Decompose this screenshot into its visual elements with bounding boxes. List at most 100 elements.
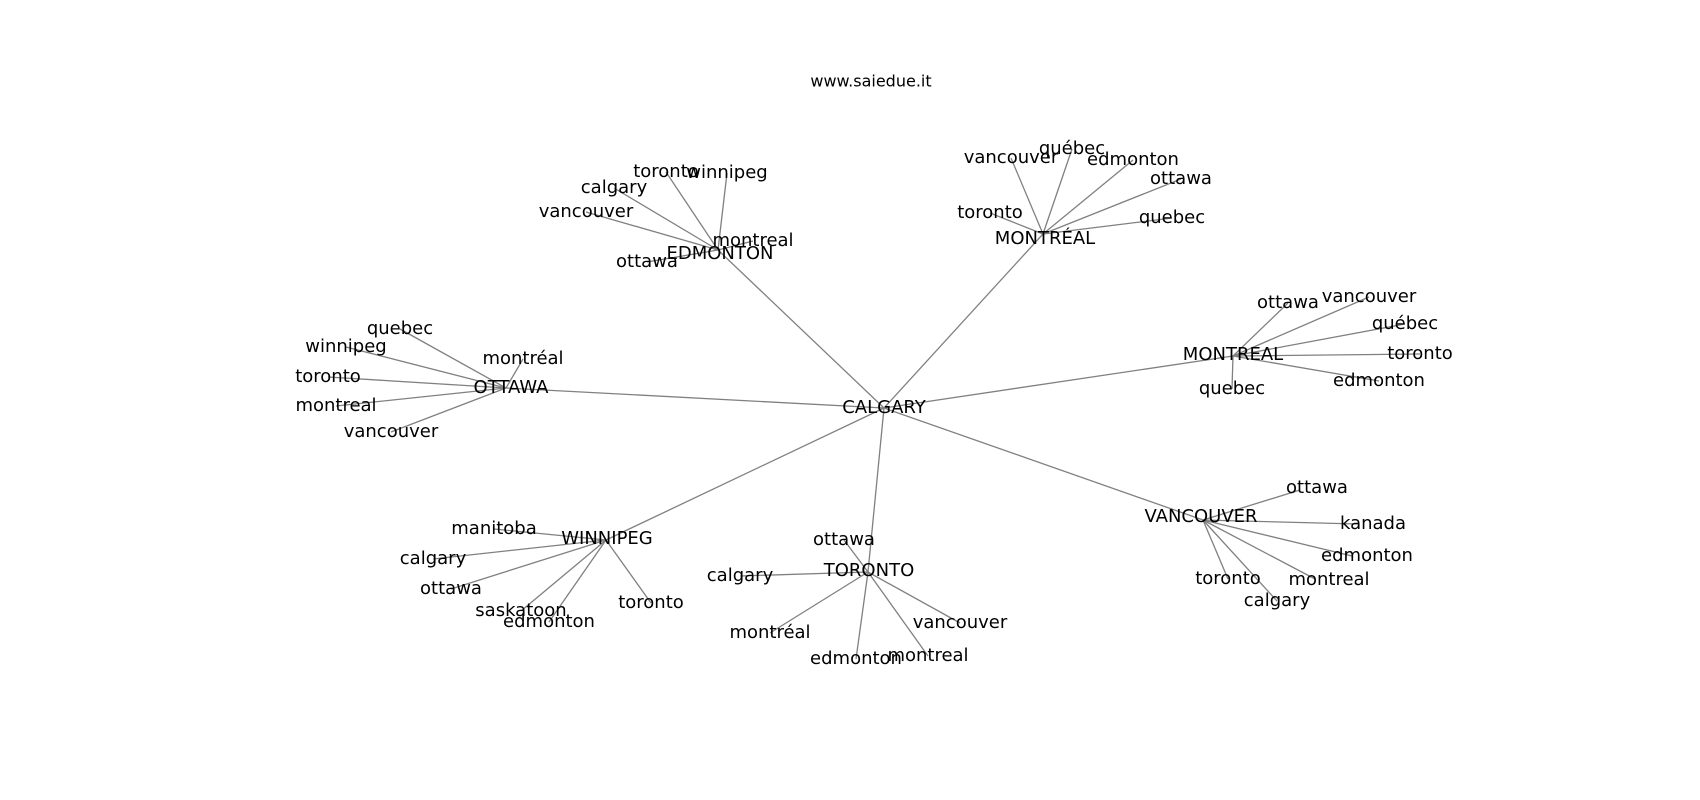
edge-edmonton-4 xyxy=(717,240,754,251)
node-leaf-toronto-3: edmonton xyxy=(810,648,902,669)
edge-vancouver-2 xyxy=(1202,519,1353,557)
node-leaf-montreal_accent-1: québec xyxy=(1039,138,1105,159)
node-leaf-vancouver-1: kanada xyxy=(1340,513,1406,534)
edge-root-winnipeg xyxy=(605,407,885,541)
node-leaf-ottawa-3: toronto xyxy=(295,366,361,387)
edge-edmonton-0 xyxy=(665,171,719,251)
node-leaf-edmonton-3: vancouver xyxy=(539,201,634,222)
edge-montreal_accent-4 xyxy=(989,212,1044,235)
edge-winnipeg-5 xyxy=(605,539,652,604)
edge-root-toronto xyxy=(867,407,885,573)
edge-edmonton-2 xyxy=(613,187,719,251)
node-leaf-montreal_accent-5: quebec xyxy=(1139,207,1205,228)
edge-toronto-5 xyxy=(867,571,961,624)
node-leaf-vancouver-0: ottawa xyxy=(1286,477,1348,498)
edge-vancouver-1 xyxy=(1202,519,1359,525)
edge-edmonton-1 xyxy=(717,172,728,251)
edge-root-montreal_accent xyxy=(883,233,1044,409)
edge-toronto-3 xyxy=(855,571,869,660)
node-leaf-edmonton-5: ottawa xyxy=(616,251,678,272)
edge-montreal_accent-2 xyxy=(1042,159,1134,235)
edge-montreal-5 xyxy=(1231,355,1234,390)
edge-ottawa-3 xyxy=(327,376,507,389)
edge-root-vancouver xyxy=(883,407,1204,521)
edge-winnipeg-3 xyxy=(520,539,607,612)
node-leaf-toronto-2: montréal xyxy=(729,622,810,643)
graph-title: www.saiedue.it xyxy=(810,72,931,91)
node-hub-vancouver: VANCOUVER xyxy=(1144,506,1257,527)
node-leaf-toronto-1: calgary xyxy=(707,565,774,586)
edge-ottawa-1 xyxy=(345,346,507,389)
node-leaf-ottawa-2: montréal xyxy=(482,348,563,369)
node-leaf-toronto-0: ottawa xyxy=(813,529,875,550)
node-leaf-edmonton-2: calgary xyxy=(581,177,648,198)
edge-montreal-1 xyxy=(1232,296,1370,357)
node-hub-montreal_accent: MONTRÉAL xyxy=(995,227,1095,249)
node-hub-winnipeg: WINNIPEG xyxy=(561,528,653,549)
node-leaf-montreal-0: ottawa xyxy=(1257,292,1319,313)
node-leaf-montreal-4: edmonton xyxy=(1333,370,1425,391)
edge-toronto-1 xyxy=(739,571,869,577)
edge-montreal_accent-0 xyxy=(1010,157,1044,235)
node-leaf-ottawa-4: montreal xyxy=(295,395,376,416)
node-leaf-montreal-2: québec xyxy=(1372,313,1438,334)
edge-winnipeg-0 xyxy=(493,528,607,541)
edge-ottawa-0 xyxy=(399,328,507,389)
edge-ottawa-4 xyxy=(335,387,507,407)
edge-winnipeg-1 xyxy=(432,539,607,560)
edge-toronto-4 xyxy=(867,571,929,657)
edge-ottawa-2 xyxy=(505,358,524,389)
edge-root-ottawa xyxy=(505,387,885,409)
node-leaf-vancouver-4: toronto xyxy=(1195,568,1261,589)
edge-winnipeg-4 xyxy=(548,539,607,623)
node-leaf-edmonton-4: montreal xyxy=(712,230,793,251)
edge-montreal-0 xyxy=(1232,302,1289,357)
edge-vancouver-5 xyxy=(1202,519,1278,602)
edge-montreal-2 xyxy=(1232,323,1406,357)
node-layer: CALGARY EDMONTON toronto winnipeg calgary van… xyxy=(295,138,1453,669)
node-leaf-montreal-5: quebec xyxy=(1199,378,1265,399)
node-leaf-winnipeg-2: ottawa xyxy=(420,578,482,599)
edge-root-edmonton xyxy=(717,249,885,409)
node-leaf-montreal_accent-4: toronto xyxy=(957,202,1023,223)
node-hub-edmonton: EDMONTON xyxy=(666,243,773,264)
node-leaf-montreal-3: toronto xyxy=(1387,343,1453,364)
node-hub-montreal: MONTREAL xyxy=(1183,344,1283,365)
node-leaf-vancouver-3: montreal xyxy=(1288,569,1369,590)
edge-layer xyxy=(327,148,1421,660)
edge-toronto-2 xyxy=(769,571,869,634)
node-leaf-edmonton-0: toronto xyxy=(633,161,699,182)
edge-winnipeg-2 xyxy=(450,539,607,590)
node-leaf-toronto-5: vancouver xyxy=(913,612,1008,633)
edge-root-montreal xyxy=(883,355,1234,409)
node-leaf-toronto-4: montreal xyxy=(887,645,968,666)
edge-edmonton-3 xyxy=(585,211,719,251)
node-leaf-montreal_accent-3: ottawa xyxy=(1150,168,1212,189)
edge-montreal-3 xyxy=(1232,353,1421,357)
edge-ottawa-5 xyxy=(390,387,507,433)
node-leaf-winnipeg-5: toronto xyxy=(618,592,684,613)
node-leaf-montreal_accent-0: vancouver xyxy=(964,147,1059,168)
node-leaf-ottawa-1: winnipeg xyxy=(305,336,386,357)
edge-montreal_accent-3 xyxy=(1042,178,1182,235)
edge-montreal_accent-1 xyxy=(1042,148,1073,235)
edge-edmonton-5 xyxy=(646,249,719,263)
node-hub-toronto: TORONTO xyxy=(823,560,914,581)
node-leaf-montreal-1: vancouver xyxy=(1322,286,1417,307)
edge-montreal-4 xyxy=(1232,355,1380,382)
node-leaf-winnipeg-1: calgary xyxy=(400,548,467,569)
node-leaf-winnipeg-0: manitoba xyxy=(451,518,537,539)
node-leaf-montreal_accent-2: edmonton xyxy=(1087,149,1179,170)
node-leaf-vancouver-2: edmonton xyxy=(1321,545,1413,566)
node-leaf-ottawa-5: vancouver xyxy=(344,421,439,442)
node-root: CALGARY xyxy=(842,397,927,418)
node-leaf-ottawa-0: quebec xyxy=(367,318,433,339)
node-leaf-vancouver-5: calgary xyxy=(1244,590,1311,611)
node-hub-ottawa: OTTAWA xyxy=(474,377,550,398)
node-leaf-winnipeg-4: edmonton xyxy=(503,611,595,632)
edge-toronto-0 xyxy=(843,539,869,573)
edge-vancouver-3 xyxy=(1202,519,1316,580)
edge-montreal_accent-5 xyxy=(1042,217,1173,235)
edge-vancouver-0 xyxy=(1202,489,1301,521)
